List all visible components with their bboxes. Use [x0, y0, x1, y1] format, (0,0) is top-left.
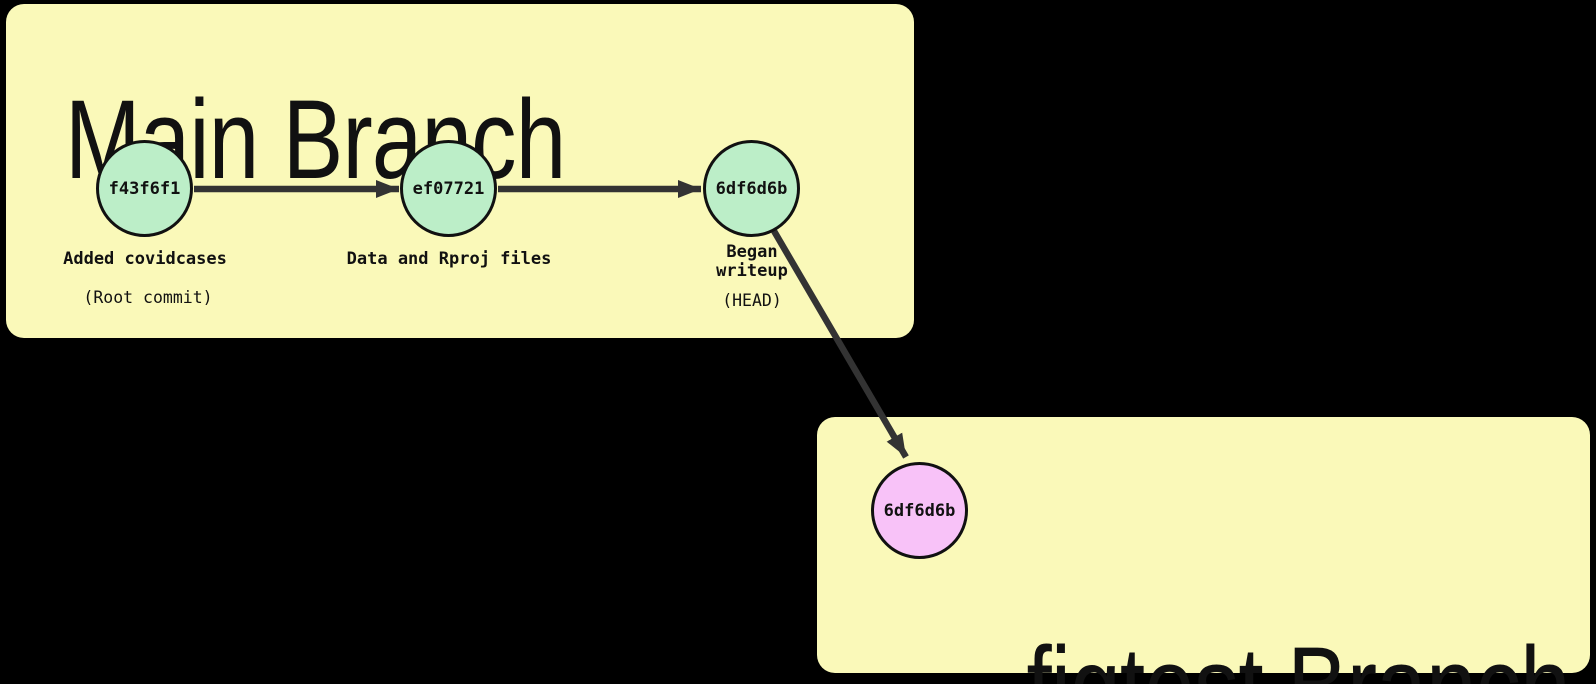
commit-circle-f43f6f1: f43f6f1	[96, 140, 193, 237]
commit-hash: 6df6d6b	[883, 500, 956, 521]
commit-message: Began writeup	[716, 242, 788, 281]
commit-circle-ef07721: ef07721	[400, 140, 497, 237]
commit-circle-6df6d6b-main: 6df6d6b	[703, 140, 800, 237]
commit-message: Data and Rproj files	[346, 249, 552, 269]
commit-note-head: (HEAD)	[722, 291, 782, 310]
commit-note-root: (Root commit)	[83, 288, 213, 307]
commit-hash: ef07721	[412, 178, 485, 199]
commit-hash: 6df6d6b	[715, 178, 788, 199]
commit-hash: f43f6f1	[108, 178, 181, 199]
commit-circle-6df6d6b-figtest: 6df6d6b	[871, 462, 968, 559]
commit-message: Added covidcases	[63, 249, 227, 269]
figtest-branch-title: figtest Branch	[1027, 631, 1571, 684]
